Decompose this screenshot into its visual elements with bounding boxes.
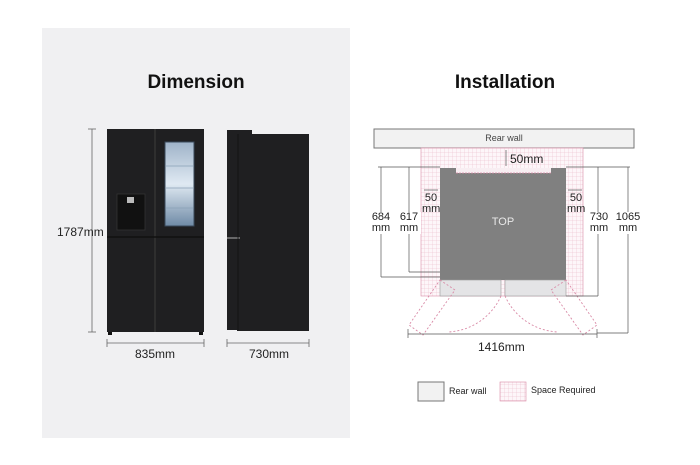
fridge-front-view bbox=[107, 129, 204, 335]
legend-space-required-swatch bbox=[499, 381, 527, 402]
fridge-side-view bbox=[227, 130, 309, 331]
top-label: TOP bbox=[491, 216, 515, 228]
legend-rear-wall-swatch bbox=[417, 381, 445, 402]
depth-dimension-line bbox=[226, 339, 310, 347]
legend-space-required-label: Space Required bbox=[531, 385, 596, 395]
dimension-title: Dimension bbox=[147, 72, 245, 93]
height-label: 1787mm bbox=[57, 225, 104, 239]
height-dimension-line bbox=[88, 128, 96, 333]
legend-rear-wall-label: Rear wall bbox=[449, 386, 487, 396]
door-swing-arcs bbox=[408, 279, 598, 336]
rear-gap-label: 50mm bbox=[510, 152, 544, 166]
right-door bbox=[504, 279, 567, 297]
left-door bbox=[439, 279, 502, 297]
rear-wall-label: Rear wall bbox=[485, 133, 523, 143]
depth-label: 730mm bbox=[249, 347, 290, 361]
width-dimension-line bbox=[106, 339, 205, 347]
installation-title: Installation bbox=[454, 72, 556, 93]
fridge-top-view bbox=[440, 168, 566, 280]
door-open-width-label: 1416mm bbox=[478, 340, 525, 354]
width-label: 835mm bbox=[135, 347, 176, 361]
